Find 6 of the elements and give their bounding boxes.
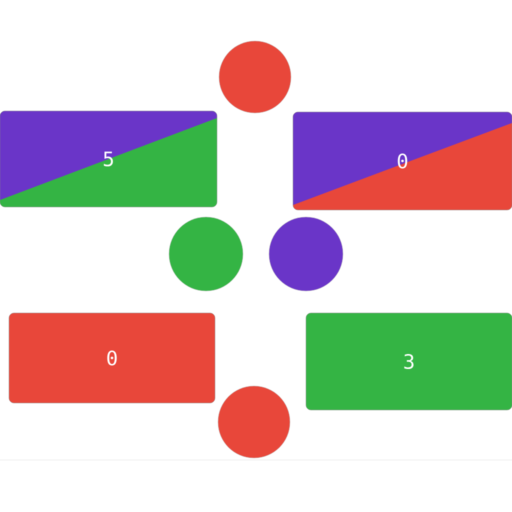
circle (168, 216, 244, 292)
box: 0 (8, 312, 216, 404)
box: 3 (306, 312, 512, 410)
circle (268, 216, 344, 292)
circle (218, 40, 292, 114)
circle (218, 386, 290, 458)
